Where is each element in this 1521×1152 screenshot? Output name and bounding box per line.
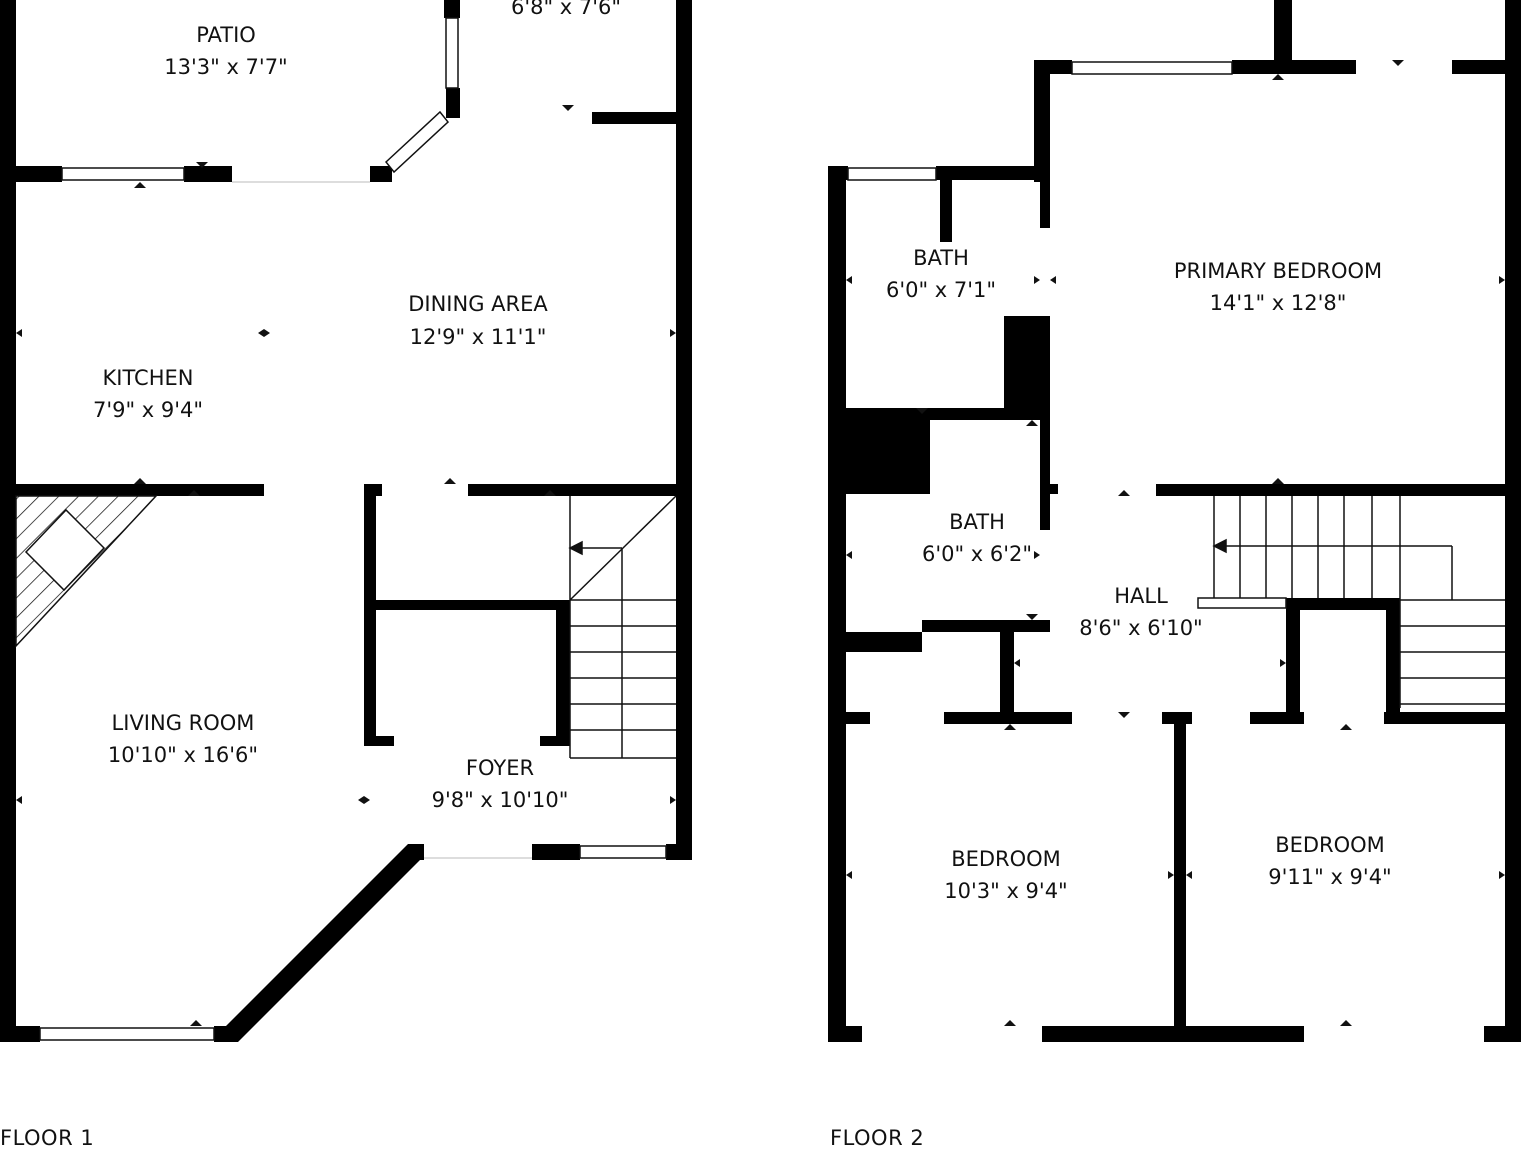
room-primary-bedroom: PRIMARY BEDROOM 14'1" x 12'8" (1174, 259, 1382, 315)
floor-2-markers (846, 60, 1505, 1026)
room-name: BATH (913, 246, 969, 270)
room-name: FOYER (466, 756, 534, 780)
room-dimensions: 10'10" x 16'6" (108, 743, 258, 767)
room-patio: PATIO 13'3" x 7'7" (164, 23, 287, 79)
fireplace (15, 495, 158, 648)
floor-2-windows (847, 61, 1233, 181)
floor-1-stairs (568, 495, 677, 759)
room-dimensions: 9'8" x 10'10" (432, 788, 569, 812)
room-dimensions: 6'0" x 7'1" (886, 278, 996, 302)
room-name: KITCHEN (103, 366, 194, 390)
floor-1-walls (0, 0, 692, 1042)
room-dimensions: 10'3" x 9'4" (944, 879, 1067, 903)
fireplace-hearth (24, 508, 106, 592)
room-hall: HALL 8'6" x 6'10" (1079, 584, 1202, 640)
room-living-room: LIVING ROOM 10'10" x 16'6" (108, 711, 258, 767)
room-name: PATIO (196, 23, 256, 47)
floor-2-stairs (1197, 496, 1505, 708)
room-name: PRIMARY BEDROOM (1174, 259, 1382, 283)
room-kitchen: KITCHEN 7'9" x 9'4" (93, 366, 203, 422)
room-name: BEDROOM (1275, 833, 1385, 857)
room-bedroom-2: BEDROOM 9'11" x 9'4" (1268, 833, 1391, 889)
room-dimensions: 13'3" x 7'7" (164, 55, 287, 79)
room-dimensions: 12'9" x 11'1" (410, 325, 547, 349)
floor-1-markers (16, 105, 676, 1026)
room-dimensions: 9'11" x 9'4" (1268, 865, 1391, 889)
room-name: DINING AREA (408, 292, 548, 316)
room-dimensions: 6'8" x 7'6" (511, 0, 621, 19)
room-foyer: FOYER 9'8" x 10'10" (432, 756, 569, 812)
floor-2-plan (828, 0, 1521, 1042)
room-name: HALL (1114, 584, 1168, 608)
room-dimensions: 14'1" x 12'8" (1210, 291, 1347, 315)
room-dimensions: 8'6" x 6'10" (1079, 616, 1202, 640)
floor-1-windows (39, 17, 667, 1041)
floor-1-plan (0, 0, 692, 1042)
floor-2-label: FLOOR 2 (830, 1126, 925, 1150)
room-dimensions: 6'0" x 6'2" (922, 542, 1032, 566)
room-bath-2: BATH 6'0" x 6'2" (922, 510, 1032, 566)
room-bath-1: BATH 6'0" x 7'1" (886, 246, 996, 302)
room-name: BEDROOM (951, 847, 1061, 871)
room-name: BATH (949, 510, 1005, 534)
room-dining-area: DINING AREA 12'9" x 11'1" (408, 292, 548, 349)
room-bedroom-1: BEDROOM 10'3" x 9'4" (944, 847, 1067, 903)
room-unnamed-top: 6'8" x 7'6" (511, 0, 621, 19)
floor-2-walls (828, 0, 1521, 1042)
room-labels: PATIO 13'3" x 7'7" 6'8" x 7'6" DINING AR… (93, 0, 1392, 903)
floor-1-label: FLOOR 1 (0, 1126, 95, 1150)
room-dimensions: 7'9" x 9'4" (93, 398, 203, 422)
room-name: LIVING ROOM (112, 711, 255, 735)
